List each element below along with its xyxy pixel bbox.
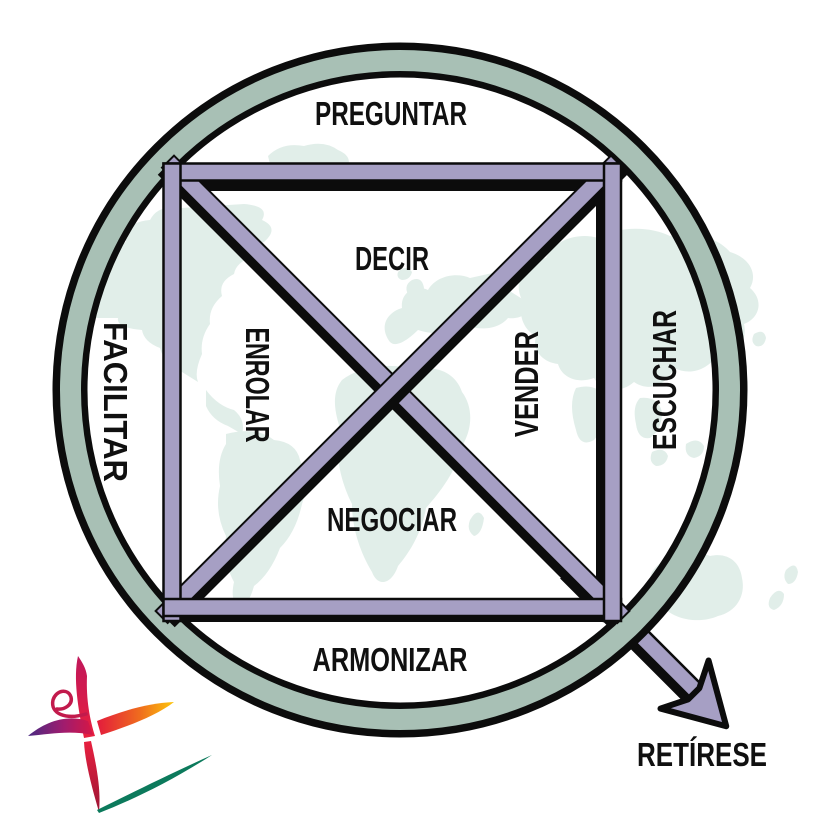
label-negociar: NEGOCIAR: [327, 501, 457, 538]
map-landmass: [634, 397, 662, 439]
label-decir: DECIR: [355, 240, 429, 277]
map-landmass: [752, 331, 766, 347]
diagonal-bar: [154, 154, 625, 625]
frame-bar-right: [602, 162, 623, 623]
map-landmass: [406, 279, 424, 299]
map-landmass: [768, 590, 784, 610]
logo-left-arm: [28, 718, 93, 736]
labels: PREGUNTAR DECIR FACILITAR ENROLAR VENDER…: [97, 95, 767, 773]
map-landmass: [685, 440, 704, 458]
label-escuchar: ESCUCHAR: [646, 310, 683, 450]
map-landmass: [740, 296, 756, 312]
outer-circle-ring: [52, 42, 748, 738]
frame-bar-top: [162, 162, 623, 182]
frame-bar-bottom: [162, 597, 623, 618]
diagonal-bltr: [154, 154, 628, 628]
logo-green-swoosh: [97, 755, 212, 813]
square-frame: [154, 154, 631, 628]
map-landmass: [397, 268, 412, 280]
logo-down-spike: [84, 741, 100, 812]
label-preguntar: PREGUNTAR: [315, 95, 467, 132]
star-figure-logo: [28, 656, 212, 813]
label-enrolar: ENROLAR: [239, 328, 276, 443]
label-armonizar: ARMONIZAR: [313, 641, 468, 678]
frame-bar-left: [162, 162, 182, 623]
logo-right-arm: [97, 702, 174, 735]
frame-bars: [162, 162, 623, 623]
map-landmass: [784, 565, 798, 584]
exit-arrowhead: [657, 657, 730, 730]
label-facilitar: FACILITAR: [97, 322, 134, 482]
map-landmass: [468, 512, 484, 536]
logo-spiral: [50, 689, 88, 719]
label-retirese: RETÍRESE: [637, 736, 767, 773]
map-landmass: [650, 449, 668, 466]
logo-up-spike: [75, 656, 95, 738]
ring-band: [60, 50, 740, 730]
label-vender: VENDER: [508, 331, 545, 437]
map-landmass: [206, 390, 243, 434]
